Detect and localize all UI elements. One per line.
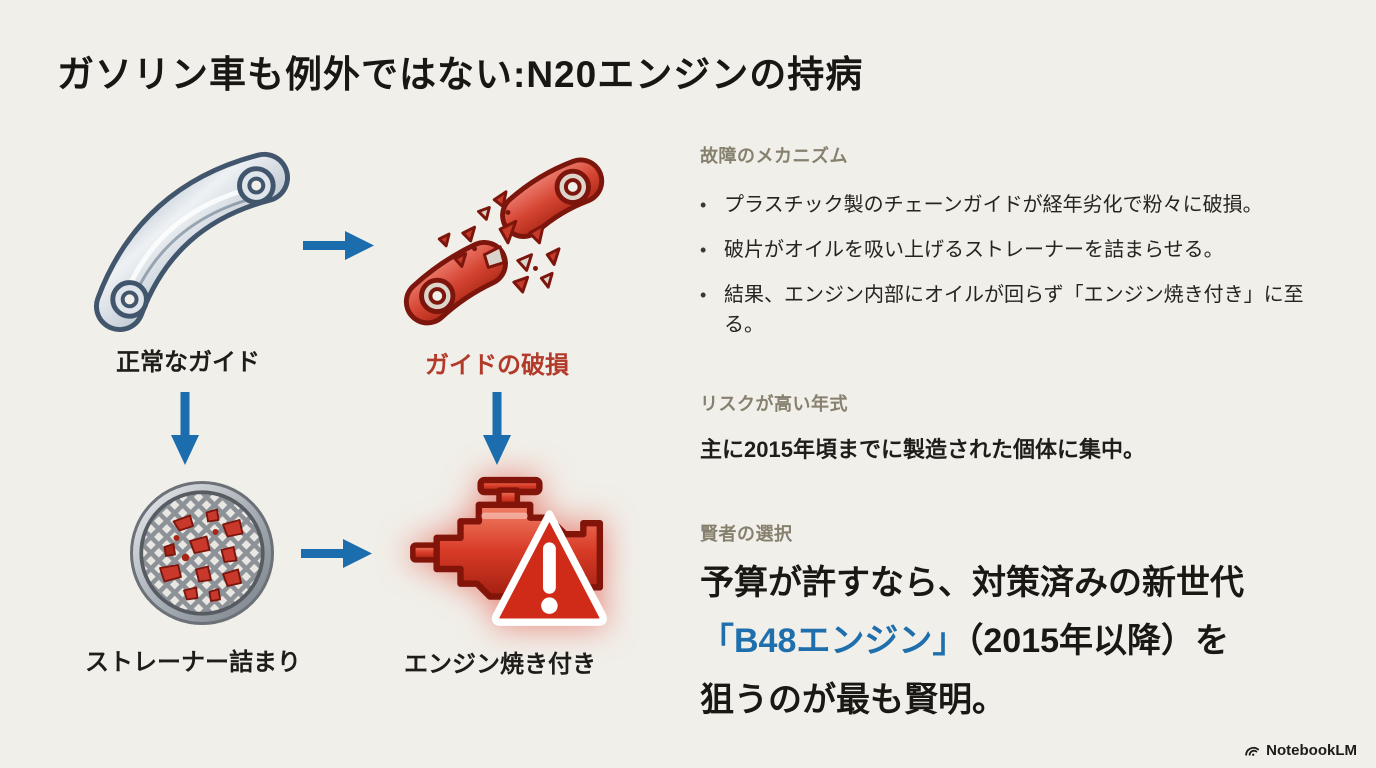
list-item: • プラスチック製のチェーンガイドが経年劣化で粉々に破損。 xyxy=(700,190,1330,220)
page-title: ガソリン車も例外ではない:N20エンジンの持病 xyxy=(57,54,864,95)
section-risk-years: リスクが高い年式 主に2015年頃までに製造された個体に集中。 xyxy=(700,390,1330,464)
recommendation-line3: 狙うのが最も賢明。 xyxy=(700,680,1006,719)
section-wise-choice: 賢者の選択 予算が許すなら、対策済みの新世代 「B48エンジン」（2015年以降… xyxy=(700,520,1330,729)
engine-warning-icon xyxy=(410,476,607,626)
bullet-dot: • xyxy=(700,285,707,305)
risk-years-text: 主に2015年頃までに製造された個体に集中。 xyxy=(700,437,1145,462)
section-heading-wise: 賢者の選択 xyxy=(700,524,793,544)
failure-flow-diagram: 正常なガイド ガイドの破損 ストレーナー詰まり エンジン焼き付き xyxy=(85,151,607,678)
label-clogged-strainer: ストレーナー詰まり xyxy=(85,649,301,676)
oil-strainer-icon xyxy=(130,481,274,625)
bullet-dot: • xyxy=(700,240,707,260)
section-heading-risk: リスクが高い年式 xyxy=(700,394,848,414)
section-failure-mechanism: 故障のメカニズム • プラスチック製のチェーンガイドが経年劣化で粉々に破損。 •… xyxy=(700,142,1330,340)
notebooklm-badge: NotebookLM xyxy=(1244,742,1357,759)
recommendation-line2: （2015年以降）を xyxy=(966,622,1230,661)
recommendation-text: 予算が許すなら、対策済みの新世代 「B48エンジン」（2015年以降）を 狙うの… xyxy=(700,554,1330,729)
notebooklm-label: NotebookLM xyxy=(1266,742,1357,759)
arrow-down-right-icon xyxy=(483,392,511,465)
recommendation-highlight: 「B48エンジン」 xyxy=(700,622,967,661)
bullet-text: 結果、エンジン内部にオイルが回らず「エンジン焼き付き」に至る。 xyxy=(724,284,1304,336)
recommendation-line1: 予算が許すなら、対策済みの新世代 xyxy=(700,564,1244,602)
arrow-right-bottom-icon xyxy=(301,539,372,568)
section-heading-mechanism: 故障のメカニズム xyxy=(700,146,848,166)
arrow-down-left-icon xyxy=(171,392,199,465)
info-column: 故障のメカニズム • プラスチック製のチェーンガイドが経年劣化で粉々に破損。 •… xyxy=(700,142,1330,729)
bullet-dot: • xyxy=(700,195,707,215)
label-engine-seizure: エンジン焼き付き xyxy=(404,651,596,678)
arrow-right-top-icon xyxy=(303,231,374,260)
shattered-guide-icon xyxy=(403,157,605,326)
list-item: • 結果、エンジン内部にオイルが回らず「エンジン焼き付き」に至る。 xyxy=(700,280,1330,340)
list-item: • 破片がオイルを吸い上げるストレーナーを詰まらせる。 xyxy=(700,235,1330,265)
warning-triangle-icon xyxy=(491,510,607,626)
mechanism-bullet-list: • プラスチック製のチェーンガイドが経年劣化で粉々に破損。 • 破片がオイルを吸… xyxy=(700,190,1330,340)
label-broken-guide: ガイドの破損 xyxy=(425,352,569,379)
chain-guide-icon xyxy=(93,151,290,333)
bullet-text: 破片がオイルを吸い上げるストレーナーを詰まらせる。 xyxy=(724,239,1224,261)
notebooklm-logo-icon xyxy=(1245,746,1260,756)
bullet-text: プラスチック製のチェーンガイドが経年劣化で粉々に破損。 xyxy=(724,194,1263,216)
label-normal-guide: 正常なガイド xyxy=(116,349,260,376)
